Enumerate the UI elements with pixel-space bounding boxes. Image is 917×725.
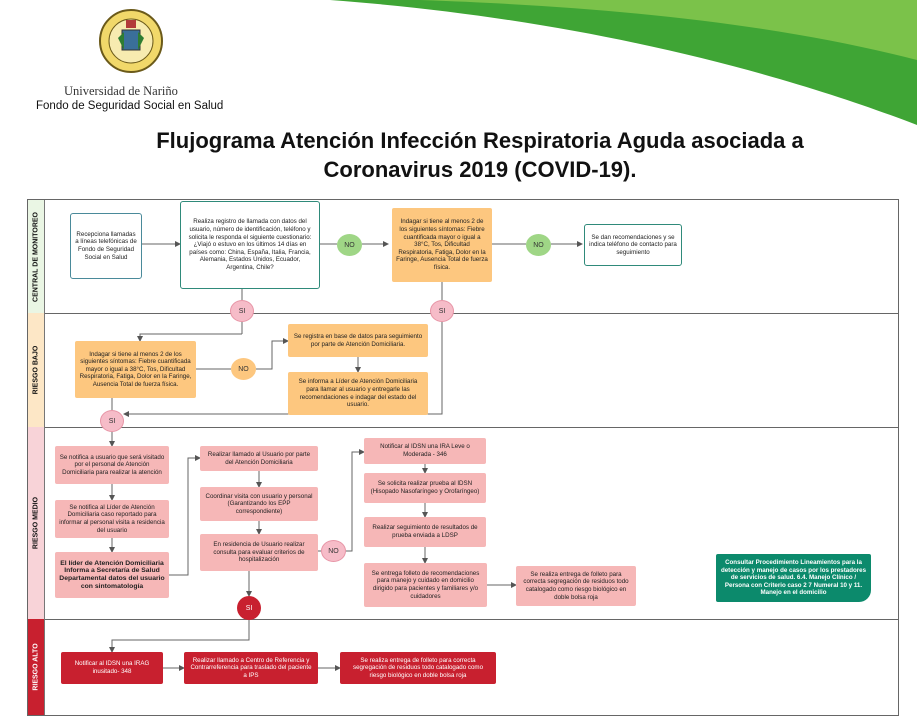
decision-no-2: NO bbox=[526, 234, 551, 256]
node-coordinar-visita: Coordinar visita con usuario y personal … bbox=[200, 487, 318, 521]
title-line-1: Flujograma Atención Infección Respirator… bbox=[156, 128, 804, 153]
university-name: Universidad de Nariño bbox=[64, 84, 178, 98]
node-folleto-residuos: Se realiza entrega de folleto para corre… bbox=[516, 566, 636, 606]
decision-si-4: SI bbox=[237, 596, 261, 620]
node-residencia-consulta: En residencia de Usuario realizar consul… bbox=[200, 534, 318, 571]
lane-central-monitoreo: CENTRAL DE MONITOREO bbox=[28, 200, 898, 314]
node-alto-notificar-idsn: Notificar al IDSN una IRAG inusitado- 34… bbox=[61, 652, 163, 684]
node-informa-lider: Se informa a Líder de Atención Domicilia… bbox=[288, 372, 428, 415]
page-title: Flujograma Atención Infección Respirator… bbox=[100, 126, 860, 184]
header-wave bbox=[330, 0, 917, 125]
node-recepciona: Recepciona llamadas a líneas telefónicas… bbox=[70, 213, 142, 279]
title-line-2: Coronavirus 2019 (COVID-19). bbox=[323, 157, 637, 182]
node-alto-llamado-referencia: Realizar llamado a Centro de Referencia … bbox=[184, 652, 318, 684]
decision-no-3: NO bbox=[231, 358, 256, 380]
lane-riesgo-medio: RIESGO MEDIO bbox=[28, 427, 898, 620]
node-folleto-cuidado: Se entrega folleto de recomendaciones pa… bbox=[364, 563, 487, 607]
university-seal-logo bbox=[99, 9, 163, 73]
node-lider-informa-secretaria: El líder de Atención Domiciliaria Inform… bbox=[55, 552, 169, 598]
decision-no-4: NO bbox=[321, 540, 346, 562]
node-indagar-sintomas-central: Indagar si tiene al menos 2 de los sigui… bbox=[392, 208, 492, 282]
decision-si-3: SI bbox=[100, 410, 124, 432]
node-notifica-lider: Se notifica al Líder de Atención Domicil… bbox=[55, 500, 169, 538]
lane-label-alto: RIESGO ALTO bbox=[28, 619, 45, 715]
lane-riesgo-bajo: RIESGO BAJO bbox=[28, 313, 898, 428]
node-indagar-sintomas-bajo: Indagar si tiene al menos 2 de los sigui… bbox=[75, 341, 196, 398]
lane-label-medio: RIESGO MEDIO bbox=[28, 427, 45, 619]
node-consultar-procedimiento: Consultar Procedimiento Lineamientos par… bbox=[716, 554, 871, 602]
lane-label-bajo: RIESGO BAJO bbox=[28, 313, 45, 427]
decision-no-1: NO bbox=[337, 234, 362, 256]
node-registro-llamada: Realiza registro de llamada con datos de… bbox=[180, 201, 320, 289]
node-notificar-idsn: Notificar al IDSN una IRA Leve o Moderad… bbox=[364, 438, 486, 464]
lane-label-central: CENTRAL DE MONITOREO bbox=[28, 200, 45, 313]
node-seguimiento-resultados: Realizar seguimiento de resultados de pr… bbox=[364, 517, 486, 547]
node-alto-folleto-residuos: Se realiza entrega de folleto para corre… bbox=[340, 652, 496, 684]
node-recomendaciones: Se dan recomendaciones y se indica teléf… bbox=[584, 224, 682, 266]
node-registra-base-datos: Se registra en base de datos para seguim… bbox=[288, 324, 428, 357]
decision-si-2: SI bbox=[430, 300, 454, 322]
decision-si-1: SI bbox=[230, 300, 254, 322]
node-prueba-idsn: Se solicita realizar prueba al IDSN (His… bbox=[364, 473, 486, 503]
node-notifica-usuario: Se notifica a usuario que será visitado … bbox=[55, 446, 169, 484]
node-realizar-llamado: Realizar llamado al Usuario por parte de… bbox=[200, 446, 318, 471]
swimlane-container: CENTRAL DE MONITOREO RIESGO BAJO RIESGO … bbox=[27, 199, 899, 716]
fund-name: Fondo de Seguridad Social en Salud bbox=[36, 100, 224, 112]
lane-riesgo-alto: RIESGO ALTO bbox=[28, 619, 898, 715]
